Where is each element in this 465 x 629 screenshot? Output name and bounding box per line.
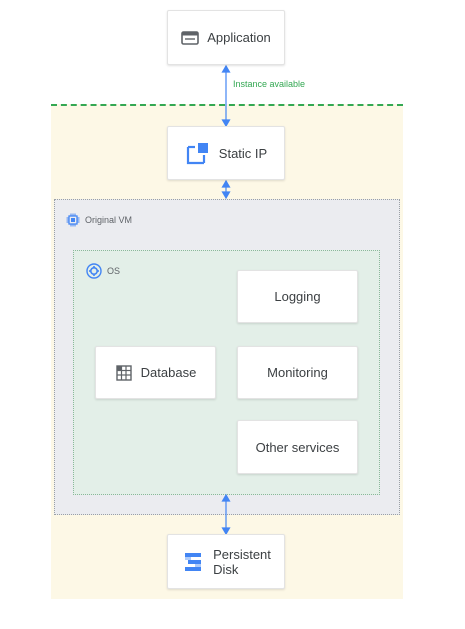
arrowhead-up	[221, 179, 231, 188]
arrowhead-down	[221, 527, 231, 536]
os-header: OS	[86, 263, 120, 279]
persistent-disk-label-line1: Persistent	[213, 546, 271, 562]
browser-window-icon	[181, 30, 199, 46]
arrowhead-down	[221, 191, 231, 200]
persistent-disk-label: Persistent Disk	[213, 547, 271, 577]
application-card[interactable]: Application	[167, 10, 285, 65]
other-services-label: Other services	[255, 439, 340, 455]
arrowhead-up	[221, 493, 231, 502]
arrowhead-down	[221, 119, 231, 128]
arrowhead-up	[221, 64, 231, 73]
other-services-card[interactable]: Other services	[237, 420, 358, 474]
persistent-disk-card[interactable]: Persistent Disk	[167, 534, 285, 589]
original-vm-label: Original VM	[85, 215, 133, 225]
persistent-disk-icon	[181, 550, 205, 574]
logging-card[interactable]: Logging	[237, 270, 358, 323]
application-label: Application	[207, 30, 271, 45]
database-card[interactable]: Database	[95, 346, 216, 399]
static-ip-icon	[185, 141, 211, 165]
persistent-disk-label-line2: Disk	[213, 561, 239, 577]
static-ip-card[interactable]: Static IP	[167, 126, 285, 180]
os-label: OS	[107, 266, 121, 276]
database-icon	[115, 364, 133, 382]
monitoring-label: Monitoring	[267, 365, 328, 380]
logging-label: Logging	[274, 289, 321, 304]
original-vm-header: Original VM	[65, 212, 132, 228]
os-gear-icon	[86, 263, 102, 279]
database-label: Database	[140, 365, 197, 380]
chip-icon	[65, 212, 81, 228]
static-ip-label: Static IP	[218, 145, 268, 161]
instance-available-label: Instance available	[233, 79, 306, 89]
monitoring-card[interactable]: Monitoring	[237, 346, 358, 399]
